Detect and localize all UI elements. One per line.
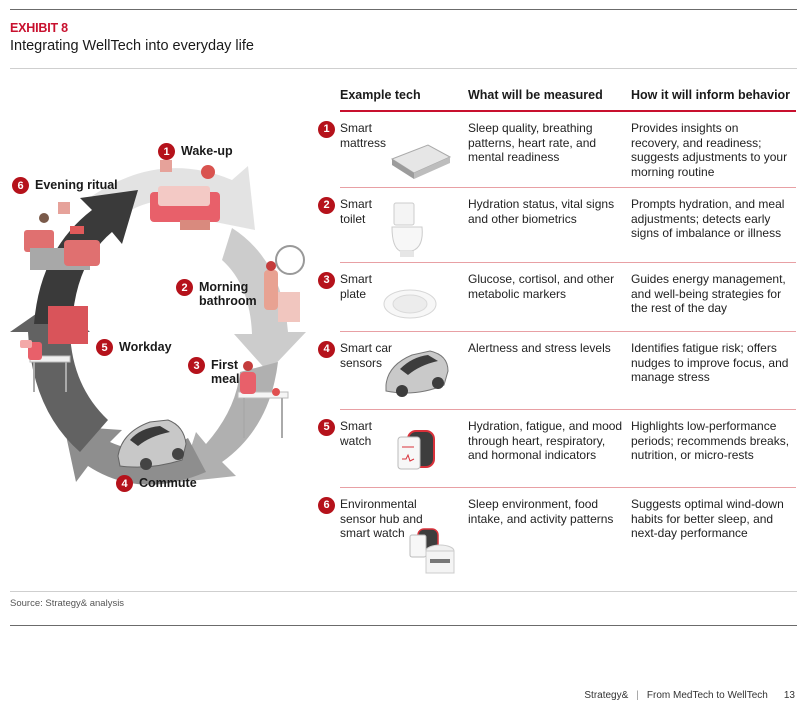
header-what-measured: What will be measured [468,88,603,102]
toilet-icon [391,202,423,257]
table-row: 1 Smart mattress Sleep quality, breathin… [318,112,796,188]
table-header: Example tech What will be measured How i… [340,88,796,106]
tech-cell: Smart car sensors [340,341,468,409]
measured-cell: Sleep quality, breathing patterns, heart… [468,121,597,164]
tech-cell: Environmental sensor hub and smart watch [340,497,468,578]
stage-label: Wake-up [181,144,233,158]
measured-cell: Hydration status, vital signs and other … [468,197,615,226]
footer-separator: | [636,690,639,701]
title-rule [10,68,797,69]
stage-label: Commute [139,476,197,490]
measured-cell: Alertness and stress levels [468,341,611,355]
commute-car-illustration [117,419,187,470]
measured-cell: Glucose, cortisol, and other metabolic m… [468,272,615,301]
meal-scene-illustration [237,361,289,438]
source-note: Source: Strategy& analysis [10,598,125,609]
stage-label: Evening ritual [35,178,118,192]
stage-label: Morning bathroom [199,280,257,308]
table-row: 2 Smart toilet Hydration status, vital s… [318,188,796,263]
table-row: 5 Smart watch Hydration, fatigue, and mo… [318,410,796,488]
mattress-icon [390,144,452,179]
stage-workday: 5 Workday [96,339,172,356]
top-rule [10,9,797,10]
stage-number-badge: 5 [96,339,113,356]
tech-label: Smart plate [340,272,373,301]
daily-cycle-diagram: 1 Wake-up 2 Morning bathroom 3 First mea… [0,110,320,510]
exhibit-title: Integrating WellTech into everyday life [10,38,254,54]
tech-cell: Smart mattress [340,121,468,187]
header-rule [340,110,796,112]
stage-number-badge: 3 [188,357,205,374]
behavior-cell: Prompts hydration, and meal adjustments;… [631,197,785,240]
row-number-badge: 6 [318,497,335,514]
stage-number-badge: 1 [158,143,175,160]
tech-cell: Smart watch [340,419,468,487]
row-number-badge: 4 [318,341,335,358]
tech-label: Smart toilet [340,197,373,226]
stage-number-badge: 6 [12,177,29,194]
row-number-badge: 1 [318,121,335,138]
behavior-cell: Provides insights on recovery, and readi… [631,121,788,179]
row-number-badge: 2 [318,197,335,214]
wakeup-scene-illustration [150,160,220,230]
stage-first-meal: 3 First meal [188,357,240,386]
cycle-arrow-workday [10,300,108,452]
plate-icon [383,289,437,319]
source-rule [10,591,797,592]
header-example-tech: Example tech [340,88,421,102]
stage-label: Workday [119,340,172,354]
cycle-arrows [10,160,306,485]
header-inform-behavior: How it will inform behavior [631,88,791,102]
row-number-badge: 5 [318,419,335,436]
table-row: 4 Smart car sensors Alertness and stress… [318,332,796,410]
stage-label-line: meal [211,372,240,386]
behavior-cell: Guides energy management, and well-being… [631,272,786,315]
stage-label-line: First [211,358,239,372]
stage-morning-bathroom: 2 Morning bathroom [176,279,257,308]
tech-table: Example tech What will be measured How i… [318,88,796,578]
stage-wakeup: 1 Wake-up [158,143,233,160]
footer-publication: From MedTech to WellTech [646,690,768,701]
stage-commute: 4 Commute [116,475,197,492]
stage-label-line: bathroom [199,294,257,308]
tech-cell: Smart plate [340,272,468,331]
stage-label: First meal [211,358,240,386]
car-icon [385,350,449,397]
measured-cell: Sleep environment, food intake, and acti… [468,497,614,526]
page-number: 13 [783,690,795,701]
sensor-hub-icon [409,528,455,574]
workday-scene-illustration [20,306,88,392]
stage-number-badge: 4 [116,475,133,492]
tech-label: Smart watch [340,419,373,448]
table-row: 6 Environmental sensor hub and smart wat… [318,488,796,578]
stage-label-line: Morning [199,280,249,294]
exhibit-label: EXHIBIT 8 [10,21,68,35]
footer-brand: Strategy& [584,690,629,701]
page-footer: Strategy& | From MedTech to WellTech 13 [584,690,795,701]
tech-label: Smart car sensors [340,341,393,370]
behavior-cell: Highlights low-performance periods; reco… [631,419,790,462]
table-row: 3 Smart plate Glucose, cortisol, and oth… [318,263,796,332]
stage-number-badge: 2 [176,279,193,296]
tech-cell: Smart toilet [340,197,468,262]
behavior-cell: Identifies fatigue risk; offers nudges t… [631,341,789,384]
evening-scene-illustration [24,202,100,270]
bottom-rule [10,625,797,626]
measured-cell: Hydration, fatigue, and mood through hea… [468,419,623,462]
tech-label: Environmental sensor hub and smart watch [340,497,423,540]
stage-evening-ritual: 6 Evening ritual [12,177,118,194]
tech-label: Smart mattress [340,121,387,150]
row-number-badge: 3 [318,272,335,289]
behavior-cell: Suggests optimal wind-down habits for be… [631,497,784,540]
bathroom-scene-illustration [264,245,305,322]
smartwatch-icon [397,430,435,470]
